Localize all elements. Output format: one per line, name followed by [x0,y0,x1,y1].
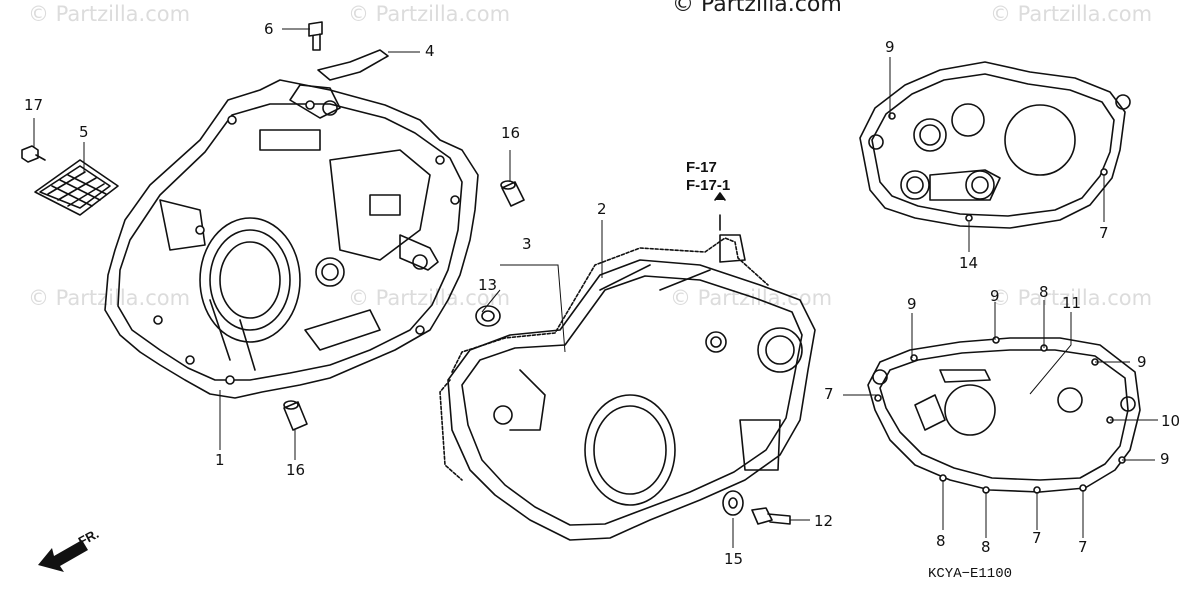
diagram-code: KCYA−E1100 [928,566,1013,582]
callout-9: 9 [990,287,1000,305]
callout-9: 9 [1137,353,1147,371]
callout-7: 7 [824,385,834,403]
callout-8: 8 [936,532,946,550]
drain-bolt-part-12 [751,507,791,525]
callout-14: 14 [959,254,979,272]
callout-9: 9 [885,38,895,56]
dowel-pin-lower [283,400,308,431]
callout-17: 17 [24,96,44,114]
callout-9: 9 [1160,450,1170,468]
callout-8: 8 [981,538,991,556]
callout-8: 8 [1039,283,1049,301]
watermark: © Partzilla.com [348,2,511,26]
callout-9: 9 [907,295,917,313]
callout-7: 7 [1078,538,1088,556]
copyright-notice: © Partzilla.com [672,0,842,17]
bolt-part-17 [21,145,46,163]
watermark: © Partzilla.com [670,286,833,310]
watermark: © Partzilla.com [28,286,191,310]
reference-f17-1: F-17-1 [686,177,731,194]
watermark: © Partzilla.com [990,2,1153,26]
left-crankcase-half [104,79,479,399]
cover-gasket-upper [859,61,1131,229]
callout-12: 12 [814,512,834,530]
reference-f17: F-17 [686,159,717,176]
callout-13: 13 [478,276,498,294]
dowel-pin-upper [500,180,525,207]
watermark: © Partzilla.com [990,286,1153,310]
callout-4: 4 [425,42,435,60]
bolt-part-6 [308,21,323,51]
callout-11: 11 [1062,294,1082,312]
gasket-part-2 [451,237,769,373]
callout-5: 5 [79,123,89,141]
oil-seal-part-13 [475,305,501,327]
cover-gasket-lower [867,337,1141,493]
washer-part-15 [722,490,744,516]
callout-2: 2 [597,200,607,218]
callout-15: 15 [724,550,744,568]
callout-16: 16 [501,124,521,142]
oil-strainer-screen [34,159,119,216]
callout-7: 7 [1099,224,1109,242]
watermark: © Partzilla.com [348,286,511,310]
watermark: © Partzilla.com [28,2,191,26]
callout-6: 6 [264,20,274,38]
callout-10: 10 [1161,412,1181,430]
callout-1: 1 [215,451,225,469]
callout-3: 3 [522,235,532,253]
clamp-part-4 [317,49,389,81]
callout-16: 16 [286,461,306,479]
front-direction-arrow [38,540,88,572]
callout-7: 7 [1032,529,1042,547]
right-crankcase-half [447,234,816,541]
